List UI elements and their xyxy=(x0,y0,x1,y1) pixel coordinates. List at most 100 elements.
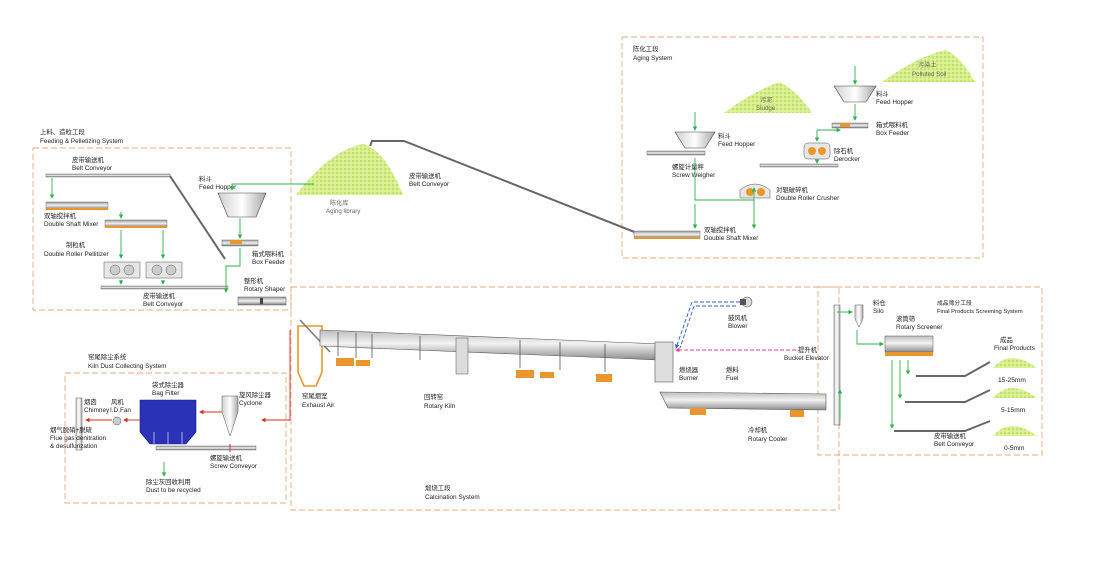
feed-hopper-mid-label-cn: 料斗 xyxy=(718,131,731,140)
rotary-kiln-label-en: Rotary Kiln xyxy=(424,403,456,410)
blower xyxy=(740,296,753,308)
aging-library-label-en: Aging library xyxy=(326,208,361,215)
cyclone xyxy=(221,395,239,437)
calcination-title-cn: 煅烧工段 xyxy=(425,483,451,492)
final-products-label-en: Final Products xyxy=(994,345,1035,352)
flue-gas-label-cn: 烟气脱硝+脱硫 xyxy=(50,425,93,434)
section-titles: 上料、造粒工段 Feeding & Pelletizing System 陈化工… xyxy=(40,44,1023,501)
calcination-equipment: 窑尾烟室 Exhaust Air 回转窑 Rotary Kiln 燃烧器 Bur… xyxy=(297,296,841,443)
screw-weigher-label-en: Screw Weigher xyxy=(672,172,716,179)
final-products-label-cn: 成品 xyxy=(1000,335,1013,344)
product-belt-3 xyxy=(894,420,991,432)
aging-title-en: Aging System xyxy=(633,55,672,62)
product-pile-2 xyxy=(993,388,1037,398)
chimney-label-en: Chimney xyxy=(84,407,110,414)
fuel-label-en: Fuel xyxy=(726,375,738,382)
product-size-1: 15-25mm xyxy=(998,377,1026,384)
air-flow-arrows xyxy=(675,301,740,349)
belt-conveyor-top-label-cn: 皮带输送机 xyxy=(72,155,105,164)
polluted-soil-pile xyxy=(882,50,975,82)
kiln-supports xyxy=(336,358,612,382)
cyclone-label-en: Cyclone xyxy=(239,400,263,407)
burner-label-en: Burner xyxy=(679,375,699,382)
belt-right-label-en: Belt Conveyor xyxy=(934,441,975,448)
sludge-label-en: Sludge xyxy=(756,105,776,112)
crusher-label-en: Double Roller Crusher xyxy=(776,195,840,202)
exhaust-air-chamber xyxy=(297,325,323,387)
calcination-title-en: Calcination System xyxy=(425,494,480,501)
pelletizing-title-en: Feeding & Pelletizing System xyxy=(40,138,123,145)
pellitizer-2 xyxy=(145,261,183,279)
bucket-elevator-label-cn: 提升机 xyxy=(798,345,818,354)
mixer-right-label-en: Double Shaft Mixer xyxy=(704,235,759,242)
exhaust-air-label-cn: 窑尾烟室 xyxy=(302,391,328,400)
belt-conveyor-bottom-label-cn: 皮带输送机 xyxy=(143,291,176,300)
belt-conveyor-top xyxy=(45,173,171,178)
aging-library: 陈化库 Aging library xyxy=(296,144,403,215)
aging-section-box xyxy=(621,36,984,259)
product-belt-1 xyxy=(916,361,991,377)
flue-gas-label-en1: Flue gas denitration xyxy=(50,435,107,442)
exhaust-air-label-en: Exhaust Air xyxy=(302,402,335,409)
product-pile-3 xyxy=(993,426,1037,436)
fuel-label-cn: 燃料 xyxy=(726,365,739,374)
product-size-3: 0-5mm xyxy=(1004,445,1025,452)
box-feeder-left-label-en: Box Feeder xyxy=(252,259,286,266)
burner-label-cn: 燃烧器 xyxy=(679,365,699,374)
silo-label-cn: 料仓 xyxy=(873,298,886,307)
material-flow-arrows xyxy=(49,66,911,477)
bag-filter-label-cn: 袋式除尘器 xyxy=(152,380,185,389)
bag-filter-label-en: Bag Filter xyxy=(152,390,180,397)
id-fan-label-cn: 风机 xyxy=(111,397,124,406)
feed-hopper-right-label-cn: 料斗 xyxy=(876,89,889,98)
product-pile-1 xyxy=(993,358,1037,368)
derocker xyxy=(803,142,831,160)
product-belt-2 xyxy=(905,389,991,403)
gas-flow-arrows xyxy=(85,330,291,452)
mixer-left-label-cn: 双轴搅拌机 xyxy=(44,211,77,220)
pellitizer-1 xyxy=(103,261,141,279)
feed-hopper-right-label-en: Feed Hopper xyxy=(876,99,914,106)
bucket-elevator xyxy=(833,304,841,426)
mixer-upper xyxy=(45,201,109,210)
feed-hopper-right xyxy=(833,85,877,103)
rotary-cooler xyxy=(659,391,827,411)
feed-hopper-left-label-cn: 料斗 xyxy=(199,174,212,183)
dust-title-cn: 窑尾除尘系统 xyxy=(88,352,127,361)
rotary-cooler-label-cn: 冷却机 xyxy=(748,425,768,434)
screw-weigher-label-cn: 螺旋计量秤 xyxy=(672,162,705,171)
rotary-shaper-label-en: Rotary Shaper xyxy=(244,286,286,293)
chimney-label-cn: 烟囱 xyxy=(84,397,97,406)
box-feeder-right-label-cn: 箱式喂料机 xyxy=(876,120,909,129)
belt-conveyor-top-label-en: Belt Conveyor xyxy=(72,165,113,172)
rotary-screener xyxy=(884,335,934,353)
dust-equipment: 烟囱 Chimney 风机 I.D.Fan 袋式除尘器 Bag Filter 旋… xyxy=(50,380,272,494)
derocker-label-en: Derocker xyxy=(834,156,861,163)
pelletizing-title-cn: 上料、造粒工段 xyxy=(40,127,85,136)
screw-conveyor-label-cn: 螺旋输送机 xyxy=(210,453,243,462)
double-shaft-mixer-right xyxy=(633,230,701,239)
pelletizing-equipment: 皮带输送机 Belt Conveyor 双轴搅拌机 Double Shaft M… xyxy=(44,155,287,308)
rotary-screener-label-en: Rotary Screener xyxy=(896,324,943,331)
aging-library-label-cn: 陈化库 xyxy=(330,199,349,207)
id-fan xyxy=(112,416,122,426)
mixer-left-label-en: Double Shaft Mixer xyxy=(44,221,99,228)
belt-long-label-en: Belt Conveyor xyxy=(409,181,450,188)
feed-hopper-mid xyxy=(674,131,716,149)
aging-equipment: 污泥 Sludge 污染土 Polluted Soil 料斗 Feed Hopp… xyxy=(633,50,975,242)
rotary-shaper-label-cn: 整形机 xyxy=(244,276,264,285)
rotary-kiln-label-cn: 回转窑 xyxy=(424,392,443,401)
screw-conveyor-label-en: Screw Conveyor xyxy=(210,463,258,470)
screening-title-cn: 成品筛分工段 xyxy=(937,299,972,307)
feed-hopper-mid-label-en: Feed Hopper xyxy=(718,141,756,148)
dust-section-box xyxy=(64,372,287,504)
id-fan-label-en: I.D.Fan xyxy=(110,407,131,414)
blower-label-cn: 鼓风机 xyxy=(728,313,748,322)
pellitizer-label-en: Double Roller Pellitizer xyxy=(44,251,110,258)
belt-conveyor-long xyxy=(369,140,643,236)
silo xyxy=(854,304,864,328)
feed-hopper-left xyxy=(217,192,267,218)
bucket-elevator-label-en: Bucket Elevator xyxy=(784,355,830,362)
silo-label-en: Silo xyxy=(873,308,884,315)
